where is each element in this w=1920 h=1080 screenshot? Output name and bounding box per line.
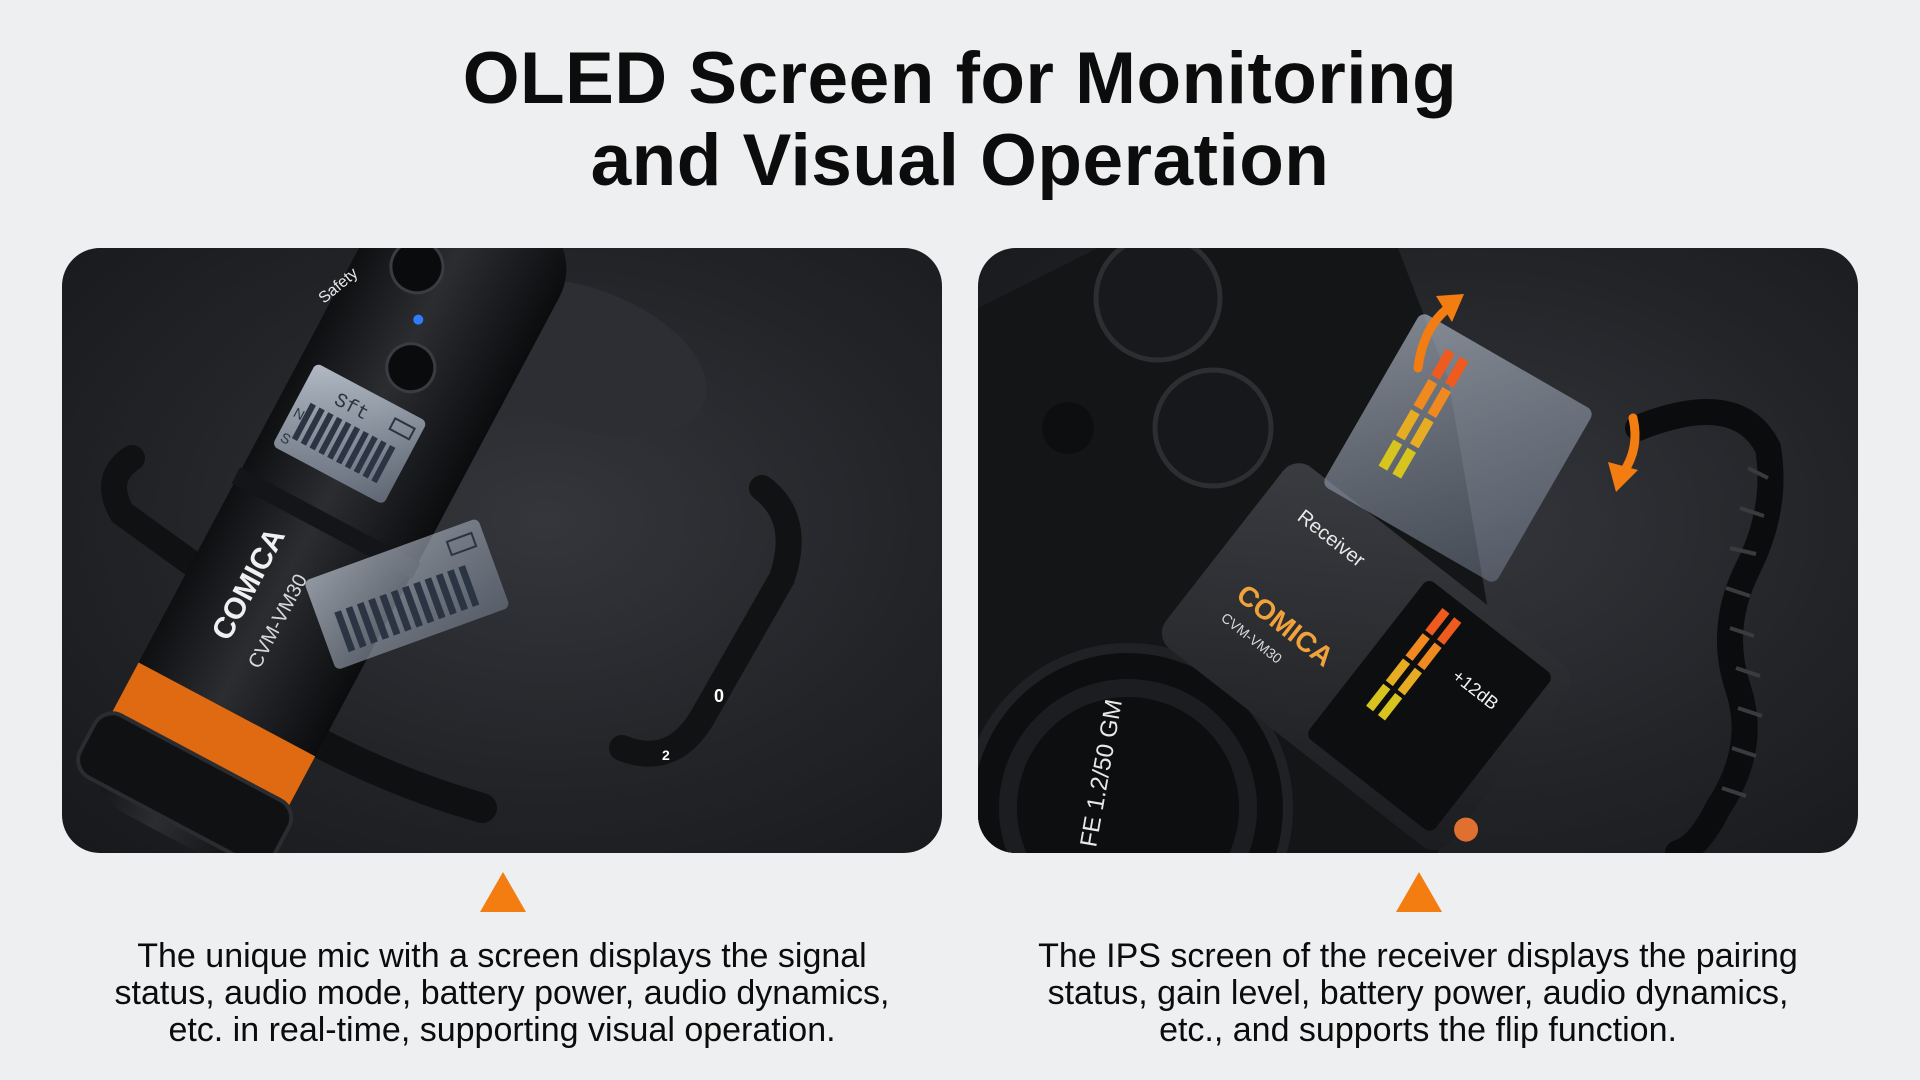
- receiver-product-image: FE 1.2/50 GM +12dB Receiver COMICA CVM-V…: [978, 248, 1858, 853]
- shock-mount-arm-right: [609, 475, 802, 767]
- mic-caption-line-1: The unique mic with a screen displays th…: [137, 937, 867, 975]
- orange-dial-band: [110, 662, 316, 810]
- coiled-cable: [1625, 399, 1784, 853]
- oled-level-meter: [291, 402, 396, 484]
- receiver-caption-line-2: status, gain level, battery power, audio…: [1047, 974, 1789, 1012]
- oled-screen: [274, 364, 426, 503]
- mic-caption-line-3: etc. in real-time, supporting visual ope…: [168, 1011, 836, 1049]
- ips-flip-callout: [1324, 314, 1592, 582]
- receiver-orange-button: [1454, 817, 1479, 842]
- knob-digit-0: 0: [714, 686, 724, 706]
- knob-digit-2: 2: [662, 747, 670, 763]
- page-title-line-2: and Visual Operation: [590, 120, 1330, 201]
- receiver-meter: [1366, 608, 1462, 721]
- mic-joint-ring: [231, 467, 421, 579]
- receiver-screen: [1308, 580, 1551, 831]
- caption-pointer-right-icon: [1396, 872, 1442, 912]
- camera-dial-top: [1093, 248, 1223, 363]
- page-title: OLED Screen for Monitoring and Visual Op…: [0, 38, 1920, 202]
- status-led: [413, 314, 424, 325]
- receiver-caption-line-1: The IPS screen of the receiver displays …: [1038, 937, 1798, 975]
- oled-callout: [305, 519, 509, 669]
- mic-caption: The unique mic with a screen displays th…: [62, 938, 942, 1049]
- camera-button: [1042, 402, 1094, 454]
- control-knob: [76, 711, 294, 853]
- flip-arrow-bottom-head: [1608, 462, 1638, 492]
- wifi-button: [385, 342, 437, 394]
- camera-lens: [978, 643, 1293, 853]
- caption-pointer-left-icon: [480, 872, 526, 912]
- power-button: [389, 248, 445, 295]
- mic-product-image: Sft N S COMICA CVM-VM30 Safety 0 2: [62, 248, 942, 853]
- mic-barrel: [94, 248, 567, 853]
- receiver-illustration: FE 1.2/50 GM +12dB Receiver COMICA CVM-V…: [978, 248, 1784, 853]
- receiver-caption-line-3: etc., and supports the flip function.: [1159, 1011, 1677, 1049]
- lens-ring: [999, 679, 1257, 853]
- flip-arrow-top-head: [1436, 294, 1464, 322]
- flip-arrow-top-icon: [1413, 303, 1453, 373]
- mic-caption-line-2: status, audio mode, battery power, audio…: [114, 974, 890, 1012]
- oled-battery-icon: [388, 416, 417, 441]
- page-title-line-1: OLED Screen for Monitoring: [462, 38, 1458, 119]
- receiver-caption: The IPS screen of the receiver displays …: [978, 938, 1858, 1049]
- camera-dial-mode: [1152, 367, 1274, 489]
- cable-coil-highlights: [1721, 466, 1769, 798]
- mic-illustration: Sft N S COMICA CVM-VM30 Safety 0 2: [76, 248, 802, 853]
